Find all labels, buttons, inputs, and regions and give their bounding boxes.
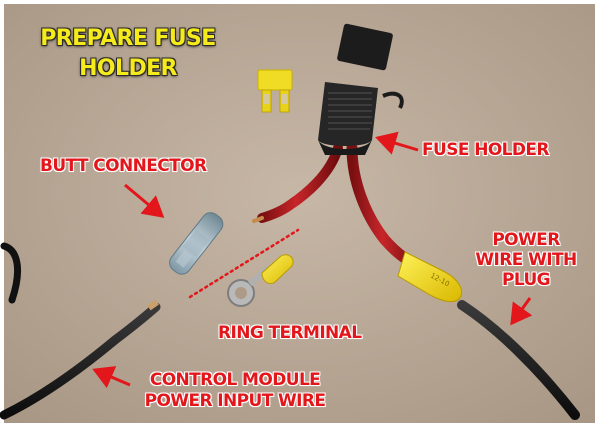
- red-wire-left: [257, 143, 343, 223]
- page-title: PREPARE FUSE HOLDER: [28, 24, 228, 84]
- arrow-fuse-holder: [375, 131, 419, 155]
- arrow-control-module: [92, 366, 131, 389]
- ring-terminal-label: RING TERMINAL: [218, 323, 362, 343]
- dotted-guide-line: [188, 228, 300, 299]
- control-module-label-line-2: POWER INPUT WIRE: [144, 391, 326, 411]
- arrow-butt-connector: [124, 183, 165, 218]
- fuse-holder-label: FUSE HOLDER: [422, 140, 550, 160]
- title-line-2: HOLDER: [79, 56, 177, 81]
- control-module-label-line-1: CONTROL MODULE: [149, 370, 321, 390]
- power-wire-label-line-1: POWER: [492, 230, 560, 250]
- blade-fuse: [257, 69, 293, 113]
- power-wire-label-line-3: PLUG: [501, 270, 551, 290]
- butt-connector: [169, 212, 224, 275]
- left-coil-wire: [0, 242, 21, 304]
- ring-terminal: [227, 254, 294, 307]
- butt-connector-label: BUTT CONNECTOR: [40, 156, 207, 176]
- annotation-arrows: [92, 131, 533, 389]
- title-line-1: PREPARE FUSE: [40, 26, 216, 51]
- power-wire: [457, 300, 580, 420]
- power-wire-label-line-2: WIRE WITH: [475, 250, 577, 270]
- fuse-holder-body: [318, 23, 404, 155]
- yellow-plug: 12-10: [397, 251, 463, 303]
- power-wire-label: POWER WIRE WITH PLUG: [472, 230, 580, 290]
- control-module-wire: [0, 302, 161, 420]
- arrow-power-wire: [510, 297, 533, 326]
- control-module-label: CONTROL MODULE POWER INPUT WIRE: [135, 370, 335, 412]
